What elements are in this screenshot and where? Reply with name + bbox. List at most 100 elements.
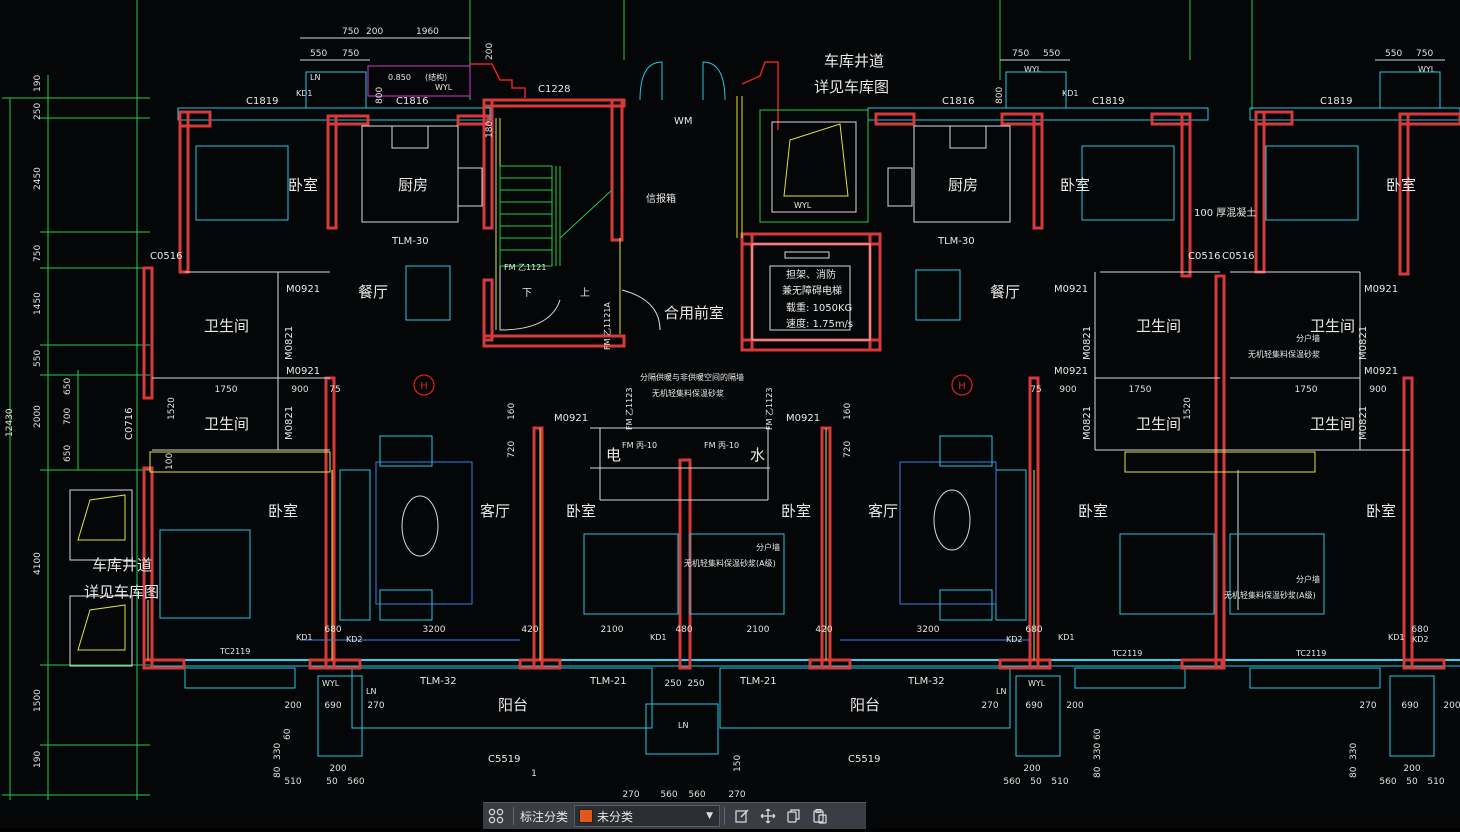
label-living-right: 客厅 [868, 502, 898, 520]
label-bath-left-2: 卫生间 [204, 415, 249, 433]
label-shared-lobby: 合用前室 [664, 304, 724, 322]
dim-1: 1 [531, 769, 537, 779]
dim-560-mid-a: 560 [660, 790, 677, 800]
code-c1819-right: C1819 [1092, 96, 1124, 107]
code-kd2-right: KD2 [1006, 635, 1023, 644]
dim-200-br: 200 [1066, 701, 1083, 711]
dim-650-a: 650 [63, 378, 73, 395]
category-selected-value: 未分类 [597, 809, 634, 824]
dim-200-bfr: 200 [1443, 701, 1460, 711]
note-fire-elevator-1: 担架、消防 [786, 268, 836, 281]
garage-shaft-top: 车库井道 [824, 52, 884, 70]
code-tlm30-right: TLM-30 [937, 236, 975, 247]
label-kitchen-right: 厨房 [948, 176, 978, 194]
code-c5519-left: C5519 [488, 754, 520, 765]
dim-250: 250 [33, 103, 43, 120]
dim-330-l: 330 [273, 743, 283, 760]
code-kd1-far: KD1 [1388, 633, 1405, 642]
label-bedroom-mid-left: 卧室 [566, 502, 596, 520]
door-wm-right[interactable] [702, 61, 726, 101]
dining-furniture [405, 265, 961, 321]
code-c5519-right: C5519 [848, 754, 880, 765]
label-bedroom-tl: 卧室 [288, 176, 318, 194]
label-balcony-right: 阳台 [850, 696, 880, 714]
code-ln-bl: LN [366, 687, 376, 696]
paste-icon[interactable] [807, 803, 833, 829]
note-household-wall-right: 分户墙 [1296, 574, 1320, 584]
dim-560-l: 560 [347, 777, 364, 787]
dim-160-left: 160 [507, 403, 517, 420]
edit-icon[interactable] [729, 803, 755, 829]
annotation-category-label: 标注分类 [520, 809, 569, 824]
label-bath-right-2: 卫生间 [1310, 317, 1355, 335]
dim-190-bottom: 190 [33, 751, 43, 768]
dim-510-l: 510 [284, 777, 301, 787]
code-c1816-left: C1816 [396, 96, 428, 107]
red-outline-top-right [741, 61, 779, 130]
note-fire-elevator-2: 兼无障碍电梯 [782, 284, 842, 297]
dim-270-bfr: 270 [1359, 701, 1376, 711]
copy-icon[interactable] [781, 803, 807, 829]
dim-1520-left: 1520 [167, 397, 177, 420]
code-tc2119-left: TC2119 [219, 647, 250, 656]
code-m0821-c: M0821 [1082, 326, 1093, 360]
dim-1750-right: 1750 [1129, 385, 1152, 395]
dim-80-fr: 80 [1349, 766, 1359, 778]
dim-2100-right: 2100 [747, 625, 770, 635]
yellow-lines [147, 96, 1316, 660]
dim-680-far: 680 [1411, 625, 1428, 635]
dim-900-right: 900 [1059, 385, 1076, 395]
code-ln-mid: LN [678, 721, 688, 730]
label-bedroom-tfr: 卧室 [1386, 176, 1416, 194]
code-m0821-f: M0821 [1358, 406, 1369, 440]
code-tlm30-left: TLM-30 [391, 236, 429, 247]
code-kd1-mid: KD1 [650, 633, 667, 642]
top-dimensions: 750 200 1960 550 750 200 750 550 550 750 [300, 27, 1445, 61]
code-c0516-right-a: C0516 [1188, 251, 1220, 262]
dim-480: 480 [675, 625, 692, 635]
grid-layout-icon[interactable] [483, 803, 509, 829]
elevator-shaft-garage [759, 109, 869, 223]
label-bedroom-right: 卧室 [1078, 502, 1108, 520]
dim-550-top: 550 [310, 49, 327, 59]
code-m0821-a: M0821 [284, 326, 295, 360]
dim-60-r: 60 [1093, 728, 1103, 740]
code-m0921-d: M0921 [786, 413, 820, 424]
dim-900-left: 900 [291, 385, 308, 395]
dim-680-left: 680 [324, 625, 341, 635]
door-wm-left[interactable] [639, 61, 663, 101]
room-labels: 卧室 厨房 餐厅 卫生间 卫生间 卧室 客厅 卧室 卧室 客厅 卧室 卧室 阳台… [204, 176, 1416, 714]
dim-750-far: 750 [1416, 49, 1433, 59]
ac-units-top [305, 71, 1441, 109]
code-c1819-left: C1819 [246, 96, 278, 107]
left-dimension-text: 190 250 2450 750 1450 550 2000 4100 1500… [5, 75, 73, 768]
garage-ref-left: 详见车库图 [84, 583, 159, 601]
note-household-mortar-right: 无机轻集料保温砂浆(A级) [1224, 590, 1316, 600]
code-fm1121: FM 乙1121 [504, 263, 546, 272]
dim-2000: 2000 [33, 405, 43, 428]
dim-560-fr: 560 [1379, 777, 1396, 787]
dim-690-br: 690 [1025, 701, 1042, 711]
annotation-notes: 信报箱 担架、消防 兼无障碍电梯 载重: 1050KG 速度: 1.75m/s … [640, 192, 1320, 600]
dim-1500: 1500 [33, 689, 43, 712]
label-dining-left: 餐厅 [358, 283, 388, 301]
code-m0821-e: M0821 [1358, 326, 1369, 360]
bottom-dimensions: 200 200 200 270 270 270 690 690 690 200 … [273, 679, 1460, 800]
dim-550-far: 550 [1385, 49, 1402, 59]
dim-75-left: 75 [329, 385, 340, 395]
dim-800-left: 800 [375, 87, 385, 104]
staircase[interactable] [499, 165, 661, 331]
window-box-structure [367, 65, 471, 97]
code-wm: WM [674, 116, 693, 127]
dim-160-right: 160 [843, 403, 853, 420]
dim-60-l: 60 [283, 728, 293, 740]
dim-700: 700 [63, 408, 73, 425]
code-tc2119-far: TC2119 [1295, 649, 1326, 658]
move-icon[interactable] [755, 803, 781, 829]
annotation-category-dropdown[interactable]: 未分类 ▼ [574, 805, 721, 827]
code-wyl-tr: WYL [1024, 65, 1042, 74]
dim-420-b: 420 [815, 625, 832, 635]
dim-1520-right: 1520 [1183, 397, 1193, 420]
label-electric: 电 [606, 446, 621, 464]
